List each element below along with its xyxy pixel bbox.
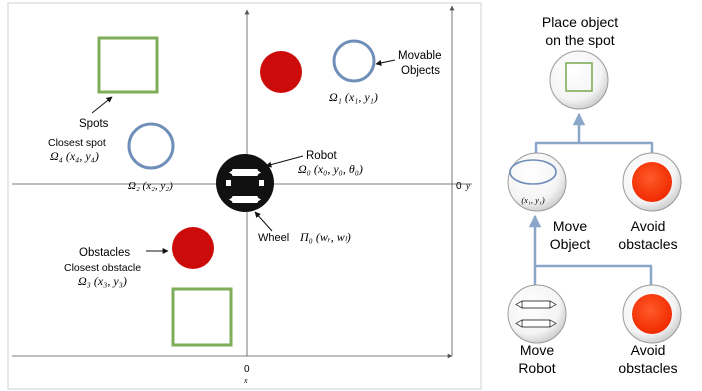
obstacles-label: Obstacles	[79, 247, 130, 259]
movable-objects-label-2: Objects	[401, 65, 440, 77]
avoid-obstacles-top-label-1: Avoid	[631, 218, 666, 234]
omega4-label: Ω₄ (x₄, y₄)	[50, 149, 99, 163]
closest-spot-label: Closest spot	[48, 137, 106, 149]
move-object-icon-text: (x₁, y₁)	[521, 195, 545, 205]
move-robot-wheel-icon-bottom	[521, 319, 551, 328]
pi0-label: Π₀ (wᵣ, wₗ)	[299, 230, 351, 244]
tree-root-label-2: on the spot	[545, 32, 614, 48]
movable-object-2	[127, 122, 175, 170]
movable-objects-arrow	[375, 59, 396, 66]
move-object-node: (x₁, y₁)	[507, 152, 567, 212]
move-object-ring-icon	[509, 159, 557, 185]
behavior-tree: Place object on the spot (x₁, y₁) Move O…	[507, 14, 682, 376]
axis-x-zero: 0	[244, 364, 250, 375]
wheel-label: Wheel	[258, 232, 289, 244]
avoid-obstacles-node-top	[622, 152, 682, 212]
avoid-obstacles-top-ball-icon	[632, 162, 672, 202]
move-object-label-1: Move	[553, 218, 587, 234]
world-panel: 0 y 0 x Movable	[7, 2, 482, 390]
spot-top-left	[97, 36, 159, 94]
omega1-label: Ω₁ (x₁, y₁)	[329, 90, 378, 104]
axis-y-zero: 0	[456, 181, 462, 192]
avoid-obstacles-bottom-ball-icon	[632, 294, 672, 334]
robot-body	[216, 154, 274, 212]
avoid-obstacles-bottom-label-1: Avoid	[631, 342, 666, 358]
move-object-label-2: Object	[550, 236, 591, 252]
robot-wheel-bottom	[232, 196, 258, 203]
place-object-spot-icon	[565, 62, 593, 92]
obstacle-bottom	[172, 227, 214, 269]
robot-wheel-top	[232, 169, 258, 176]
omega3-label: Ω₃ (x₃, y₃)	[78, 274, 127, 288]
spots-arrow	[91, 96, 113, 114]
place-object-node	[549, 50, 609, 110]
move-robot-wheel-icon-top	[521, 300, 551, 309]
tree-root-label-1: Place object	[542, 14, 618, 30]
wheel-arrow	[254, 211, 273, 232]
avoid-obstacles-top-label-2: obstacles	[618, 236, 677, 252]
spots-label: Spots	[79, 118, 109, 130]
movable-objects-label-1: Movable	[398, 50, 441, 62]
omega2-label: Ω₂ (x₂, y₂)	[128, 180, 173, 192]
robot-label: Robot	[306, 150, 337, 162]
robot-arrow	[265, 155, 304, 168]
closest-obstacle-label: Closest obstacle	[64, 262, 141, 274]
axis-x-label: x	[243, 376, 248, 385]
omega0-label: Ω₀ (x₀, y₀, θ₀)	[298, 162, 363, 176]
avoid-obstacles-node-bottom	[622, 284, 682, 344]
avoid-obstacles-bottom-label-2: obstacles	[618, 360, 677, 376]
movable-object-1	[332, 39, 376, 83]
spot-bottom	[171, 287, 233, 347]
move-robot-label-2: Robot	[518, 360, 555, 376]
move-robot-node	[507, 284, 567, 344]
axis-y-label: y	[465, 181, 470, 191]
move-robot-label-1: Move	[520, 342, 554, 358]
obstacle-top	[260, 51, 302, 93]
